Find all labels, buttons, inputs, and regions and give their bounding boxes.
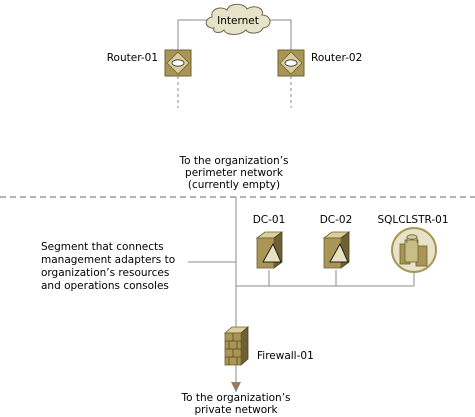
server-label: DC-01 xyxy=(253,214,286,226)
perimeter-note-line: To the organization’s xyxy=(178,155,288,167)
router-label: Router-01 xyxy=(107,52,158,64)
server-label: DC-02 xyxy=(320,214,353,226)
private-note-line: To the organization’s xyxy=(180,392,290,404)
perimeter-note-line: perimeter network xyxy=(185,167,284,179)
server-sqlclstr-01: SQLCLSTR-01 xyxy=(377,214,449,273)
server-label: SQLCLSTR-01 xyxy=(377,214,448,226)
server-dc-02: DC-02 xyxy=(320,214,353,269)
segment-note-line: and operations consoles xyxy=(41,280,169,292)
management-segment xyxy=(188,197,415,392)
router-label: Router-02 xyxy=(311,52,362,64)
server-dc-01: DC-01 xyxy=(253,214,286,269)
perimeter-note-line: (currently empty) xyxy=(188,179,280,191)
segment-note-line: organization’s resources xyxy=(41,267,169,279)
router-01: Router-01 xyxy=(107,49,192,108)
firewall-label: Firewall-01 xyxy=(257,350,314,362)
cloud-icon xyxy=(205,3,271,35)
internet-cloud: Internet xyxy=(205,3,271,35)
down-arrow-icon xyxy=(231,382,241,392)
cloud-label: Internet xyxy=(217,15,259,27)
internet-links xyxy=(177,19,292,50)
router-02: Router-02 xyxy=(277,49,362,108)
firewall-01: Firewall-01 xyxy=(223,326,314,366)
segment-note-line: management adapters to xyxy=(41,254,175,266)
segment-note-line: Segment that connects xyxy=(41,241,164,253)
private-note: To the organization’s private network xyxy=(180,392,290,416)
private-note-line: private network xyxy=(194,404,278,416)
segment-note: Segment that connects management adapter… xyxy=(41,241,175,292)
perimeter-note: To the organization’s perimeter network … xyxy=(178,155,288,191)
